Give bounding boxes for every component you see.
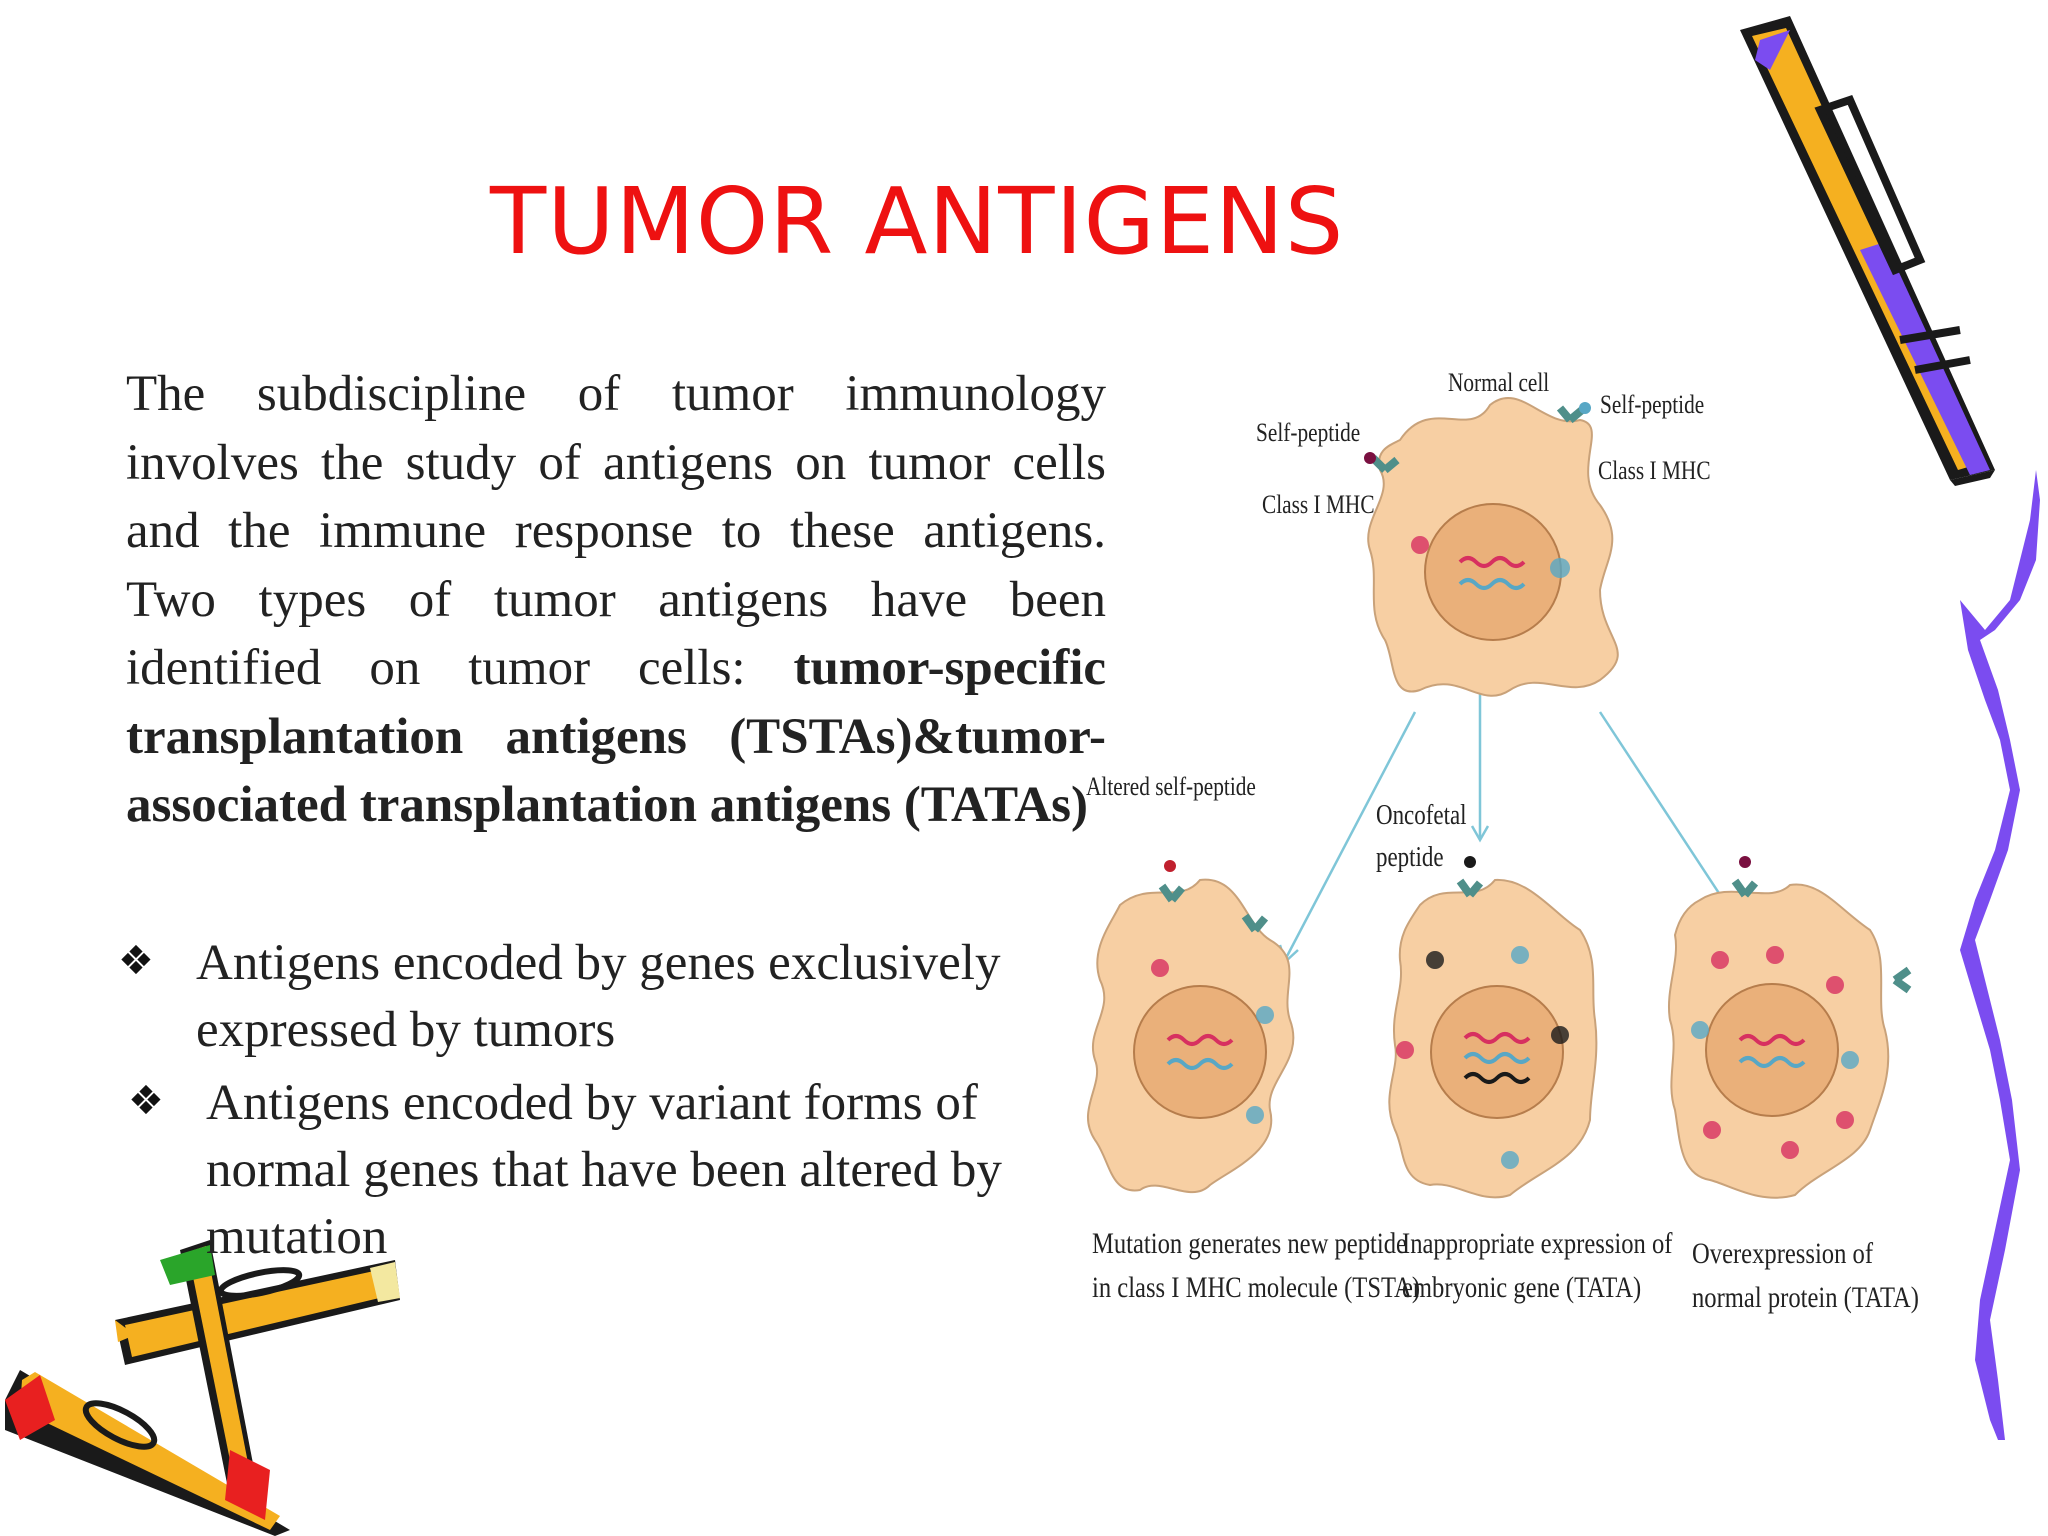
caption-tata-overexpression-line2: normal protein (TATA) bbox=[1692, 1281, 1919, 1314]
caption-tsta-line2: in class I MHC molecule (TSTA) bbox=[1092, 1271, 1421, 1304]
label-class-mhc-right: Class I MHC bbox=[1598, 456, 1711, 485]
tata-overexpression-cell bbox=[1668, 856, 1912, 1199]
label-self-peptide-right: Self-peptide bbox=[1600, 390, 1705, 419]
intro-paragraph-bold: tumor-specific transplantation antigens … bbox=[126, 640, 1106, 833]
label-altered-self-peptide: Altered self-peptide bbox=[1086, 772, 1256, 801]
tsta-cell bbox=[1086, 860, 1295, 1194]
figure-arrows bbox=[1278, 690, 1734, 965]
bullet-diamond-icon: ❖ bbox=[128, 1078, 164, 1124]
caption-tata-embryonic-line2: embryonic gene (TATA) bbox=[1402, 1271, 1642, 1304]
label-self-peptide-left: Self-peptide bbox=[1256, 418, 1361, 447]
label-oncofetal: Oncofetal bbox=[1376, 800, 1467, 831]
bullet-item: ❖ Antigens encoded by genes exclusively … bbox=[118, 930, 1118, 1064]
label-class-mhc-left: Class I MHC bbox=[1262, 490, 1375, 519]
tata-embryonic-cell bbox=[1388, 856, 1598, 1199]
caption-tsta: Mutation generates new peptide in class … bbox=[1092, 1222, 1420, 1310]
caption-tsta-line1: Mutation generates new peptide bbox=[1092, 1227, 1407, 1260]
label-peptide: peptide bbox=[1376, 842, 1444, 873]
bullet-text: Antigens encoded by genes exclusively ex… bbox=[196, 935, 1001, 1058]
bullet-item: ❖ Antigens encoded by variant forms of n… bbox=[128, 1070, 1118, 1271]
bullet-text: Antigens encoded by variant forms of nor… bbox=[206, 1075, 1002, 1265]
caption-tata-embryonic: Inappropriate expression of embryonic ge… bbox=[1402, 1222, 1673, 1310]
caption-tata-overexpression-line1: Overexpression of bbox=[1692, 1237, 1874, 1270]
intro-paragraph-text: The subdiscipline of tumor immunology in… bbox=[126, 366, 1106, 696]
decorative-border-right bbox=[1960, 470, 2040, 1440]
bullet-diamond-icon: ❖ bbox=[118, 938, 154, 984]
slide-title: TUMOR ANTIGENS bbox=[490, 168, 1345, 275]
caption-tata-embryonic-line1: Inappropriate expression of bbox=[1402, 1227, 1673, 1260]
pencil-clipart-top-right bbox=[1740, 16, 1995, 486]
intro-paragraph: The subdiscipline of tumor immunology in… bbox=[126, 360, 1106, 840]
label-normal-cell: Normal cell bbox=[1448, 368, 1550, 397]
bullet-list: ❖ Antigens encoded by genes exclusively … bbox=[118, 930, 1118, 1271]
caption-tata-overexpression: Overexpression of normal protein (TATA) bbox=[1692, 1232, 1919, 1320]
pencil-clipart-bottom-left bbox=[5, 1240, 400, 1536]
normal-cell bbox=[1364, 397, 1619, 697]
